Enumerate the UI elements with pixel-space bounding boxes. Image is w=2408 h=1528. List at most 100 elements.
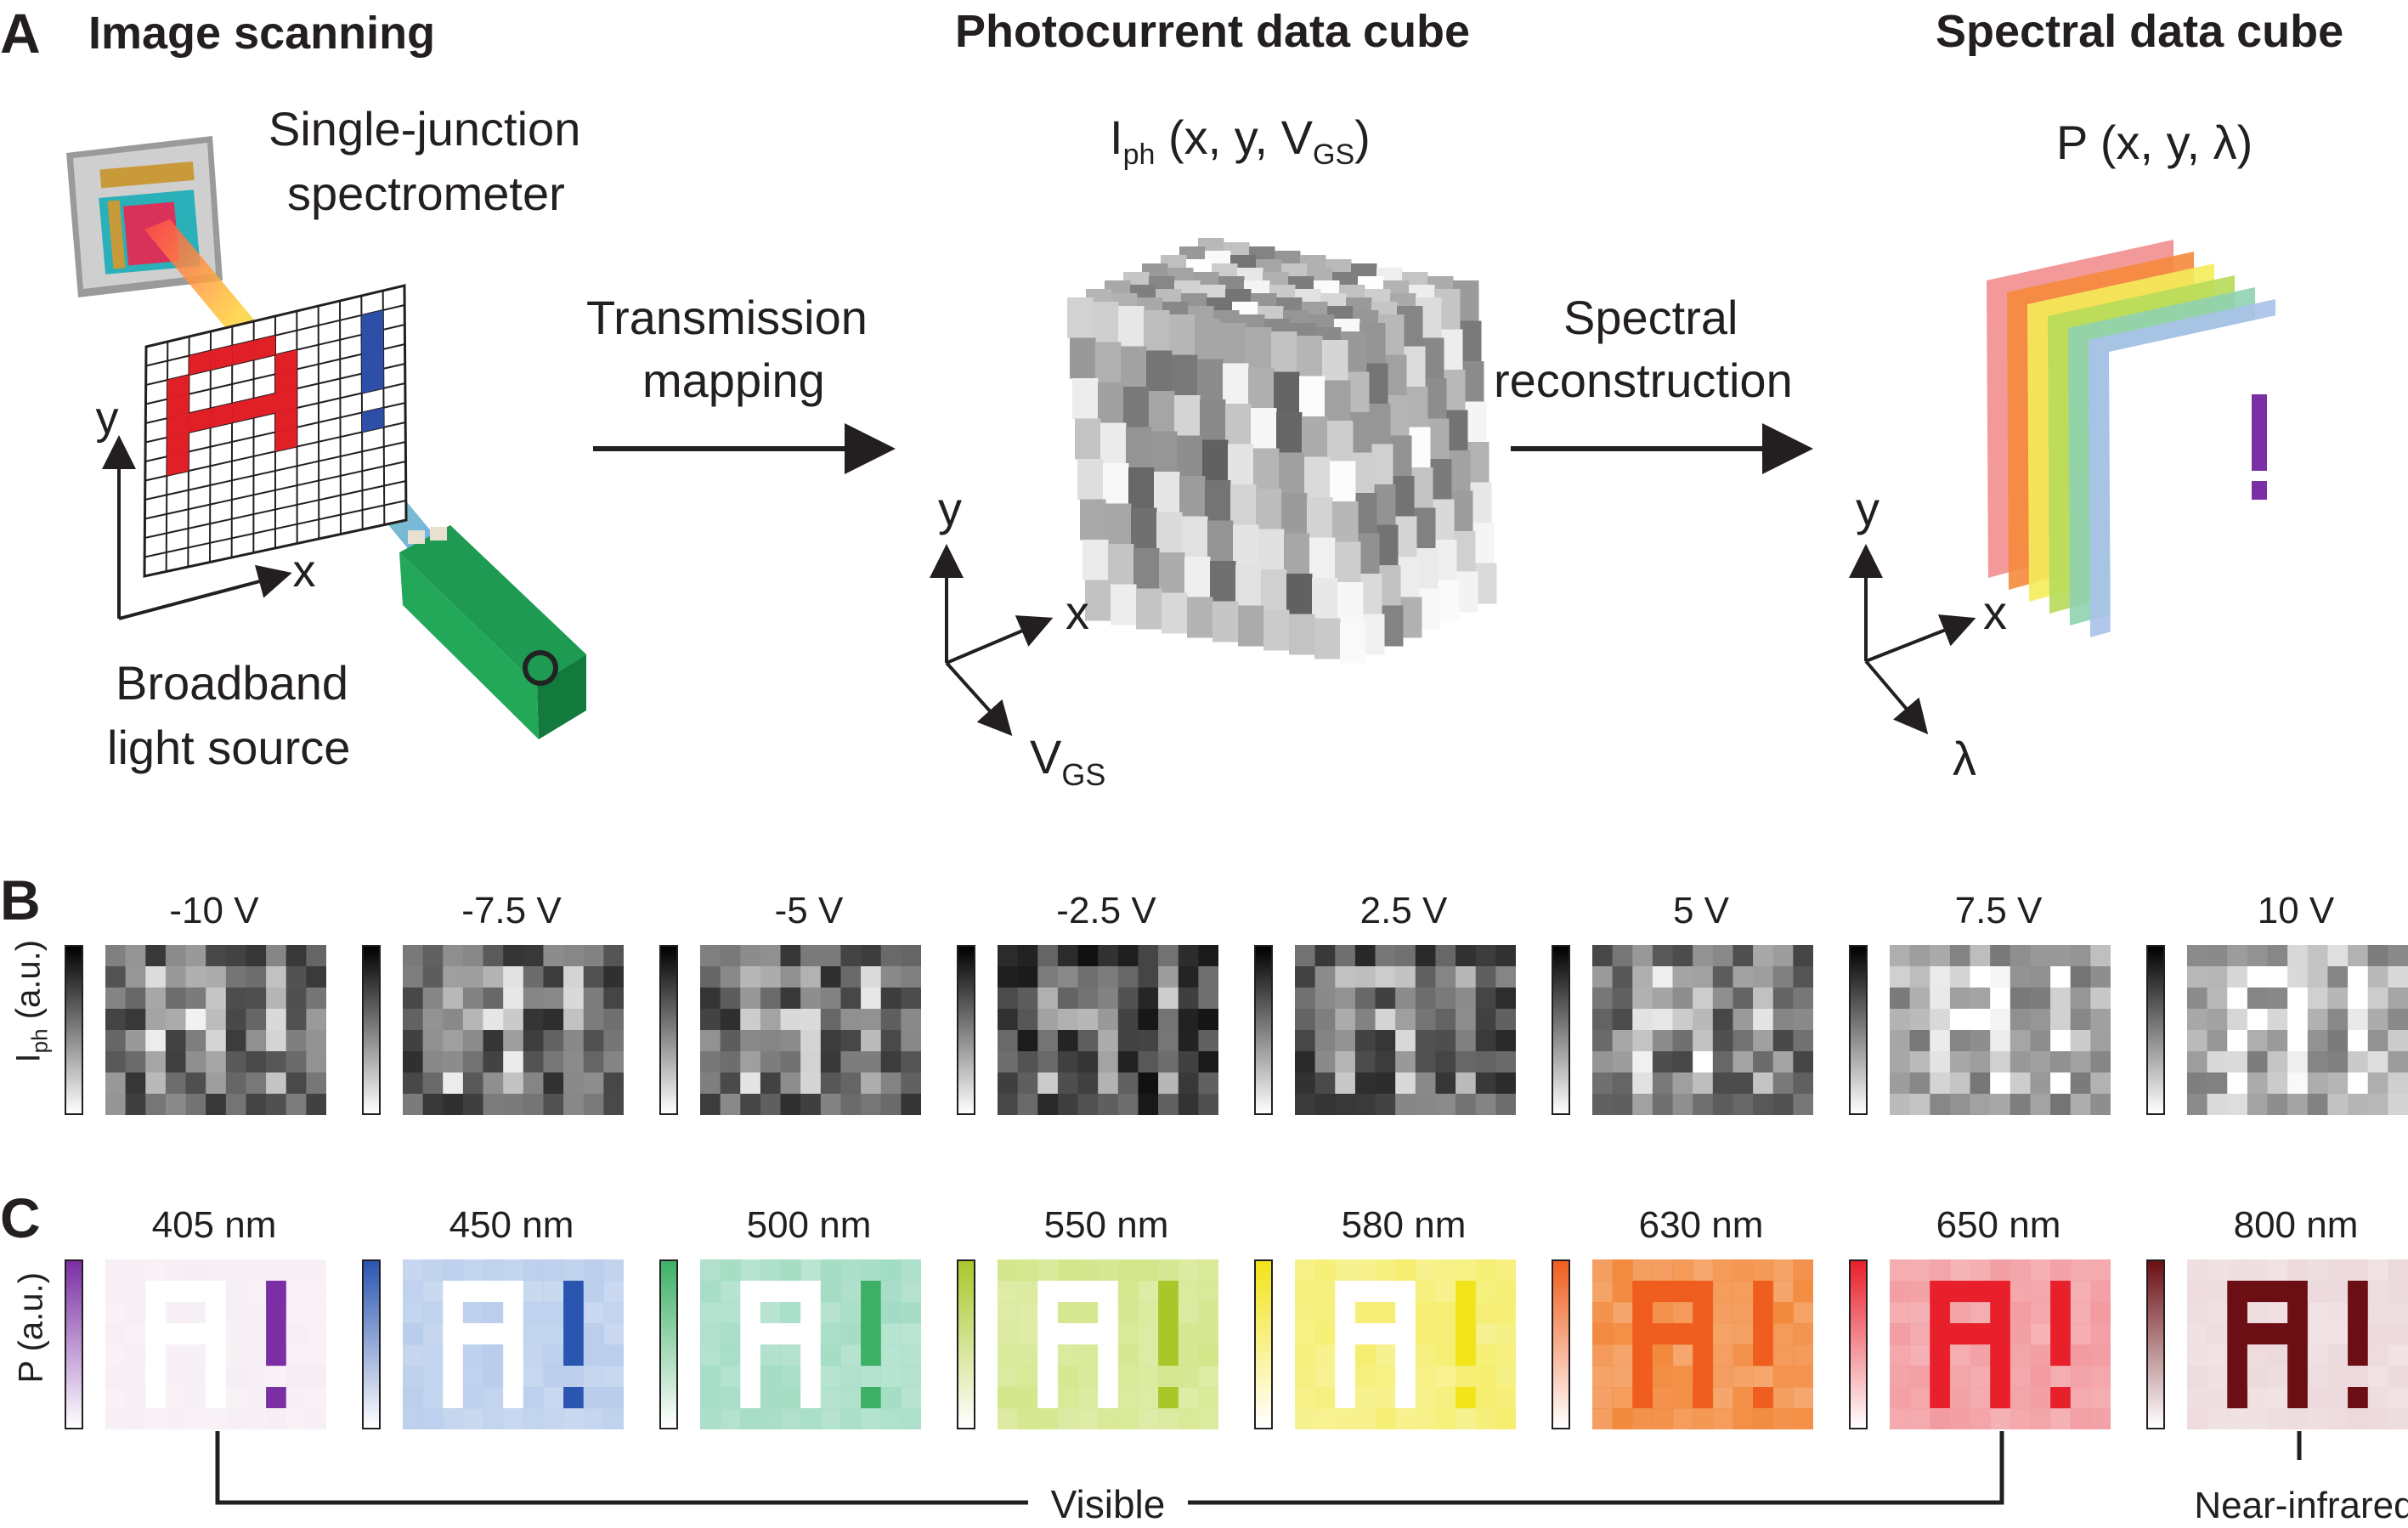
map-pixel bbox=[2207, 1051, 2228, 1073]
map-pixel bbox=[2388, 1009, 2408, 1031]
map-pixel bbox=[145, 1302, 167, 1324]
map-pixel bbox=[403, 1051, 424, 1073]
map-pixel bbox=[1930, 966, 1951, 988]
map-pixel bbox=[880, 988, 902, 1010]
map-pixel bbox=[1990, 1281, 2011, 1303]
map-pixel bbox=[780, 945, 801, 967]
map-pixel bbox=[2307, 945, 2328, 967]
map-pixel bbox=[2187, 1072, 2208, 1095]
map-pixel bbox=[1652, 1366, 1674, 1388]
map-pixel bbox=[820, 1302, 841, 1324]
map-pixel bbox=[1017, 1387, 1038, 1409]
colorbar bbox=[1849, 945, 1868, 1115]
map-pixel bbox=[185, 945, 206, 967]
map-pixel bbox=[306, 1302, 326, 1324]
map-pixel bbox=[1077, 1030, 1099, 1052]
map-pixel bbox=[1890, 1366, 1911, 1388]
map-pixel bbox=[760, 1030, 782, 1052]
map-pixel bbox=[523, 1302, 544, 1324]
map-pixel bbox=[462, 1344, 484, 1367]
map-pixel bbox=[2070, 1030, 2091, 1052]
map-pixel bbox=[1295, 1051, 1316, 1073]
map-pixel bbox=[2247, 1366, 2269, 1388]
map-pixel bbox=[2050, 1302, 2072, 1324]
map-pixel bbox=[1693, 1302, 1714, 1324]
map-pixel bbox=[760, 966, 782, 988]
map-pixel bbox=[523, 1323, 544, 1345]
map-pixel bbox=[720, 1302, 741, 1324]
map-pixel bbox=[1098, 1408, 1119, 1429]
map-pixel bbox=[1375, 966, 1396, 988]
map-pixel bbox=[998, 1408, 1019, 1429]
map-pixel bbox=[1592, 945, 1614, 967]
map-pixel bbox=[523, 1366, 544, 1388]
map-pixel bbox=[880, 1072, 902, 1095]
map-pixel bbox=[780, 1323, 801, 1345]
map-pixel bbox=[861, 1344, 882, 1367]
cube-pixel bbox=[1154, 472, 1180, 512]
map-pixel bbox=[1772, 1030, 1794, 1052]
cube-pixel bbox=[1276, 412, 1303, 453]
map-pixel bbox=[2009, 966, 2031, 988]
map-pixel bbox=[1733, 1030, 1754, 1052]
spec-axis-x: x bbox=[1983, 586, 2007, 639]
map-pixel bbox=[1395, 1030, 1416, 1052]
map-pixel bbox=[880, 1387, 902, 1409]
map-pixel bbox=[1495, 1009, 1516, 1031]
cube-pixel bbox=[1131, 507, 1157, 549]
map-pixel bbox=[503, 988, 524, 1010]
map-pixel bbox=[1652, 1009, 1674, 1031]
map-pixel bbox=[700, 1344, 721, 1367]
map-pixel bbox=[563, 988, 585, 1010]
map-pixel bbox=[1435, 1366, 1456, 1388]
map-pixel bbox=[1592, 1344, 1614, 1367]
map-pixel bbox=[861, 1051, 882, 1073]
map-pixel bbox=[422, 1366, 444, 1388]
map-pixel bbox=[720, 1366, 741, 1388]
map-pixel bbox=[2307, 1281, 2328, 1303]
map-pixel bbox=[998, 988, 1019, 1010]
map-pixel bbox=[1693, 988, 1714, 1010]
map-pixel bbox=[1017, 1281, 1038, 1303]
map-pixel bbox=[760, 1387, 782, 1409]
map-pixel bbox=[1990, 1302, 2011, 1324]
map-pixel bbox=[266, 1281, 287, 1303]
map-pixel bbox=[1930, 1259, 1951, 1282]
map-pixel bbox=[225, 1259, 246, 1282]
map-pixel bbox=[2187, 1344, 2208, 1367]
map-pixel bbox=[1314, 1302, 1336, 1324]
map-pixel bbox=[403, 945, 424, 967]
spectral-formula: P (x, y, λ) bbox=[2056, 116, 2253, 169]
map-pixel bbox=[165, 1366, 187, 1388]
map-pixel bbox=[1672, 1408, 1693, 1429]
map-pixel bbox=[2030, 1051, 2051, 1073]
map-pixel bbox=[2227, 1030, 2248, 1052]
map-pixel bbox=[880, 966, 902, 988]
map-pixel bbox=[800, 1259, 822, 1282]
map-pixel bbox=[165, 1051, 187, 1073]
map-pixel bbox=[2367, 1387, 2388, 1409]
cube-pixel bbox=[1271, 331, 1297, 372]
intensity-map bbox=[2187, 945, 2408, 1115]
map-pixel bbox=[1632, 988, 1653, 1010]
map-pixel bbox=[1037, 1408, 1059, 1429]
cube-pixel bbox=[1187, 597, 1213, 638]
map-pixel bbox=[1495, 966, 1516, 988]
cube-pixel bbox=[1335, 541, 1361, 583]
map-pixel bbox=[1612, 1051, 1633, 1073]
map-pixel bbox=[1017, 1072, 1038, 1095]
map-pixel bbox=[2030, 1408, 2051, 1429]
map-pixel bbox=[1117, 1387, 1139, 1409]
cube-pixel bbox=[1263, 609, 1290, 651]
colorbar bbox=[2146, 1259, 2165, 1429]
map-pixel bbox=[720, 988, 741, 1010]
map-pixel bbox=[2327, 988, 2349, 1010]
map-pixel bbox=[206, 1009, 227, 1031]
map-pixel bbox=[1037, 1009, 1059, 1031]
map-pixel bbox=[2287, 1009, 2309, 1031]
map-pixel bbox=[246, 1302, 267, 1324]
map-pixel bbox=[901, 1408, 921, 1429]
map-pixel bbox=[1672, 966, 1693, 988]
map-pixel bbox=[1793, 1094, 1813, 1115]
map-pixel bbox=[285, 1408, 307, 1429]
